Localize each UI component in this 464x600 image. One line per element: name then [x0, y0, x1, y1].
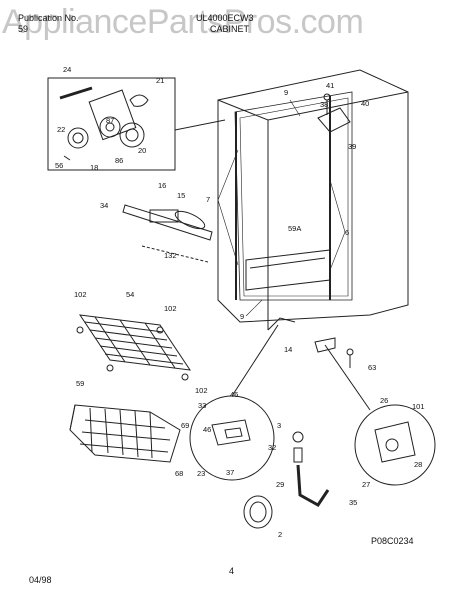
callout: 24 [63, 65, 71, 74]
drain-assembly [243, 317, 354, 529]
callout: 32 [268, 443, 276, 452]
drawing-code: P08C0234 [371, 536, 414, 546]
model-number: UL4000ECW3 [196, 13, 254, 23]
callout: 102 [195, 386, 208, 395]
callout: 63 [368, 363, 376, 372]
callout: 23 [197, 469, 205, 478]
fan-assembly [59, 86, 149, 161]
callout: 35 [349, 498, 357, 507]
callout: 37 [226, 468, 234, 477]
callout: 34 [100, 201, 108, 210]
callout: 9 [240, 312, 244, 321]
callout: 40 [361, 99, 369, 108]
callout: 33 [198, 401, 206, 410]
publication-label: Publication No. [18, 13, 79, 23]
left-detail-circle [189, 324, 279, 481]
callout: 6 [345, 228, 349, 237]
right-detail-circle [324, 344, 436, 486]
callout: 59 [76, 379, 84, 388]
callout: 9 [284, 88, 288, 97]
inset-leader [174, 119, 226, 131]
callout: 86 [115, 156, 123, 165]
callout: 102 [74, 290, 87, 299]
callout: 7 [206, 195, 210, 204]
callout: 39 [348, 142, 356, 151]
callout: 22 [57, 125, 65, 134]
leader-lines [217, 99, 346, 317]
callout: 18 [90, 163, 98, 172]
callout: 46 [203, 425, 211, 434]
section-title: CABINET [210, 24, 250, 34]
callout: 29 [276, 480, 284, 489]
callout-labels: 24 21 87 22 20 56 18 86 16 15 34 7 132 1… [55, 65, 425, 539]
callout: 26 [380, 396, 388, 405]
callout: 38 [320, 100, 328, 109]
callout: 14 [284, 345, 292, 354]
callout: 87 [106, 116, 114, 125]
light-assembly [122, 204, 213, 263]
callout: 102 [164, 304, 177, 313]
cabinet-body [217, 69, 409, 330]
callout: 28 [414, 460, 422, 469]
watermark: AppliancePartsPros.com [2, 3, 364, 41]
callout: 54 [126, 290, 134, 299]
callout: 69 [181, 421, 189, 430]
callout: 16 [158, 181, 166, 190]
wire-shelf [76, 314, 192, 381]
callout: 41 [326, 81, 334, 90]
callout: 46 [230, 390, 238, 399]
wire-basket [69, 404, 181, 463]
date-label: 04/98 [29, 575, 52, 585]
callout: 101 [412, 402, 425, 411]
callout: 20 [138, 146, 146, 155]
callout: 15 [177, 191, 185, 200]
callout: 59A [288, 224, 301, 233]
callout: 2 [278, 530, 282, 539]
top-hinge [317, 93, 351, 133]
callout: 56 [55, 161, 63, 170]
callout: 27 [362, 480, 370, 489]
callout: 68 [175, 469, 183, 478]
fan-inset-box [47, 77, 176, 171]
callout: 132 [164, 251, 177, 260]
page-number: 4 [229, 566, 235, 576]
callout: 3 [277, 421, 281, 430]
publication-number: 59 [18, 24, 29, 34]
callout: 21 [156, 76, 164, 85]
